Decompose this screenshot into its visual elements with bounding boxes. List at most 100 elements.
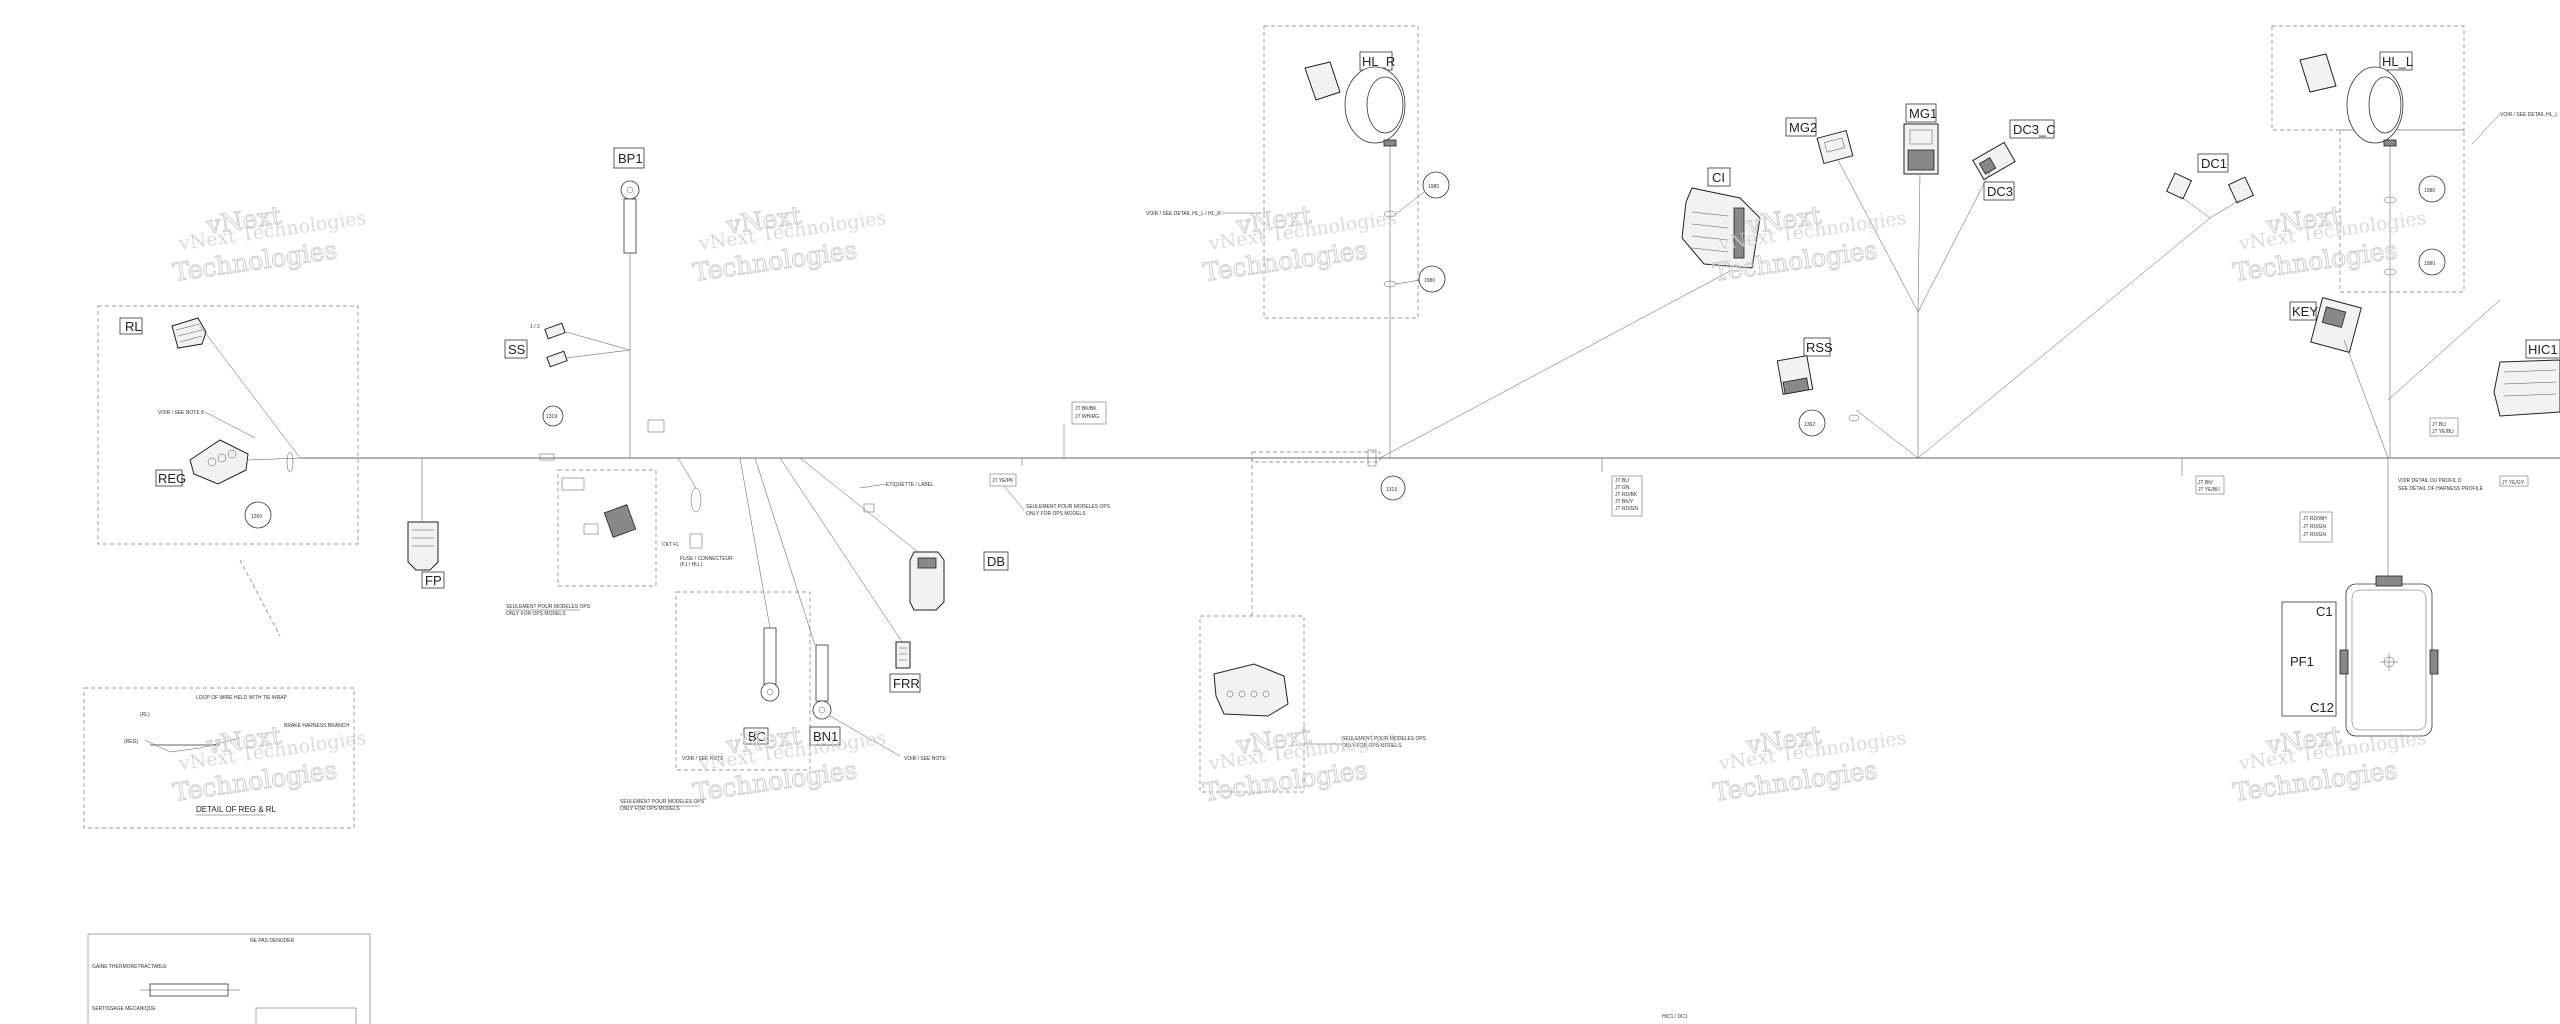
dc1-connector-a [2165,172,2193,200]
detail-reg-rl-title: DETAIL OF REG & RL [196,805,277,814]
callout-1980a: 1980 [1428,184,1439,190]
label-c12: C12 [2310,700,2334,715]
label-mg1: MG1 [1909,106,1937,121]
note-segment4: SEULEMENT POUR MODELES OPS [1342,736,1427,742]
legend-frame [87,933,371,1024]
label-pf1: PF1 [2290,654,2314,669]
svg-text:ONLY FOR OPS MODELS: ONLY FOR OPS MODELS [506,611,566,617]
svg-text:VOIR / SEE NOTE 8: VOIR / SEE NOTE 8 [158,410,204,416]
svg-text:LOOP OF WIRE HELD WITH TIE WRA: LOOP OF WIRE HELD WITH TIE WRAP [196,695,288,701]
label-ss: SS [508,342,526,357]
svg-text:JT RD/GN: JT RD/GN [1615,506,1638,512]
callout-1980c: 1980 [2424,188,2435,194]
svg-text:NE PAS DENUDER: NE PAS DENUDER [250,938,294,944]
label-hl-r: HL_R [1362,54,1395,69]
svg-text:1 / 2: 1 / 2 [530,324,540,330]
svg-text:(RL): (RL) [140,712,150,718]
note-etiquette: ETIQUETTE / LABEL [886,482,934,488]
label-frr: FRR [893,676,920,691]
label-dc1: DC1 [2201,156,2227,171]
label-dc3: DC3 [1987,184,2013,199]
svg-text:JT YE/GY: JT YE/GY [2502,480,2525,486]
svg-text:JT YE/PK: JT YE/PK [992,478,1014,484]
voir-detail-profile: VOIR DETAIL DU PROFIL D [2398,478,2462,484]
hic1-connector [2493,359,2560,417]
svg-text:JT YE/BU: JT YE/BU [2432,429,2454,435]
mg2-connector [1816,129,1854,165]
reg-connector [189,439,249,485]
bp1-ring-terminal [620,180,640,254]
hl-l-headlight [2299,53,2404,147]
svg-text:VOIR / SEE NOTE: VOIR / SEE NOTE [682,756,724,762]
callout-1260: 1260 [251,514,262,520]
ci-connector [1681,187,1761,269]
label-reg: REG [158,471,186,486]
label-bn: BC [748,729,766,744]
ops-module-frame [557,469,657,587]
frr-connector [895,641,911,669]
bottom-reference: HIC1 / DC1 [1662,1014,1688,1020]
callout-1980d: 1980 [2424,261,2435,267]
label-c1: C1 [2316,604,2333,619]
watermarks: vNext vNext Technologies Technologies vN… [171,200,2428,807]
callout-1319b: 1319 [1386,487,1397,493]
bn-group-frame [675,591,811,771]
svg-text:JT BK/: JT BK/ [2198,480,2214,486]
voir-hl-l: VOIR / SEE DETAIL HL_L [2500,112,2558,118]
label-key: KEY [2292,304,2318,319]
note-segment3: SEULEMENT POUR MODELES OPS [1026,504,1111,510]
bn1-ring-terminal [812,644,832,720]
svg-text:BRAKE HARNESS BRANCH: BRAKE HARNESS BRANCH [284,723,349,729]
svg-text:ONLY FOR OPS MODELS: ONLY FOR OPS MODELS [620,806,680,812]
svg-text:JT RD/GN: JT RD/GN [2303,524,2326,530]
svg-text:JT RD/GN: JT RD/GN [2303,532,2326,538]
rl-reg-group-frame [97,305,359,545]
svg-text:JT YE/BU: JT YE/BU [2198,487,2220,493]
svg-text:(REG): (REG) [124,739,139,745]
svg-text:JT BU: JT BU [2432,422,2446,428]
svg-text:ONLY FOR OPS MODELS: ONLY FOR OPS MODELS [1342,743,1402,749]
hl-r-headlight [1304,61,1406,147]
svg-text:JT GN: JT GN [1615,485,1630,491]
label-dc3-c: DC3_C [2013,122,2056,137]
key-connector [2310,296,2362,354]
callout-1980b: 1980 [1424,278,1435,284]
voir-hl-r: VOIR / SEE DETAIL HL_L / HL_R [1146,211,1221,217]
mg1-connector [1903,123,1939,175]
voir-note: VOIR / SEE NOTE [904,756,946,762]
label-hl-l: HL_L [2382,54,2413,69]
note-segment2: SEULEMENT POUR MODELES OPS [620,799,705,805]
wire-code-2: JT WH/RG [1075,414,1099,420]
note-segment1: SEULEMENT POUR MODELES OPS [506,604,591,610]
label-ci: CI [1712,170,1725,185]
svg-text:CKT FL: CKT FL [662,542,679,548]
label-hic1: HIC1 [2528,342,2558,357]
label-rss: RSS [1806,340,1833,355]
label-bp1: BP1 [618,151,643,166]
fp-connector [407,521,439,571]
ss-sensor [544,322,568,368]
ops-connector [603,504,637,538]
dc3-connector [1972,141,2016,181]
ring-terminal-left [760,627,780,702]
ops-lower-connector [1213,663,1289,717]
svg-text:SERTISSAGE MECANIQUE: SERTISSAGE MECANIQUE [92,1006,156,1012]
svg-text:JT BU: JT BU [1615,478,1629,484]
label-bn1: BN1 [813,729,838,744]
dc1-connector-b [2227,176,2255,204]
callout-1319a: 1319 [546,414,557,420]
wire-code-1: JT BK/BK [1075,406,1097,412]
svg-text:GAINE THERMORETRACTABLE: GAINE THERMORETRACTABLE [92,964,167,970]
svg-text:FUSE / CONNECTEUR: FUSE / CONNECTEUR [680,556,733,562]
hl-r-group-frame [1263,25,1419,319]
callout-1362: 1362 [1804,422,1815,428]
label-fp: FP [425,573,442,588]
rss-connector [1776,355,1814,395]
db-connector [909,551,945,611]
rl-connector [171,317,207,349]
see-detail-profile: SEE DETAIL OF HARNESS PROFILE [2398,486,2484,492]
detail-reg-rl-frame [83,687,355,829]
ops-lower-frame [1199,615,1305,793]
svg-text:JT BK/Y: JT BK/Y [1615,499,1634,505]
